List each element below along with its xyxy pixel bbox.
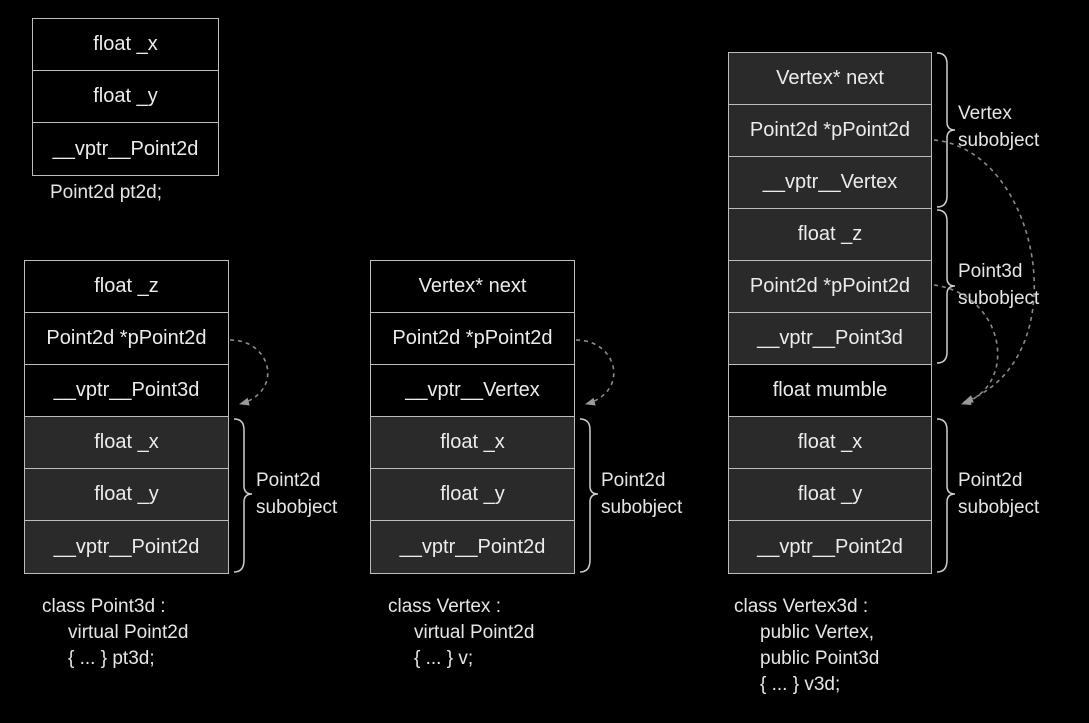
label-line: Vertex: [958, 103, 1012, 124]
v3d-field-ppoint2d-vertex: Point2d *pPoint2d: [729, 105, 931, 157]
v-field-x: float _x: [371, 417, 574, 469]
pt2d-layout: float _x float _y __vptr__Point2d: [32, 18, 219, 176]
caption-line: public Point3d: [760, 648, 880, 669]
caption-line: class Vertex :: [388, 596, 501, 617]
caption-line: class Point3d :: [42, 596, 166, 617]
caption-line: { ... } pt3d;: [68, 648, 155, 669]
v3d-point2d-brace: [936, 418, 956, 573]
v3d-vertex-brace: [936, 52, 956, 208]
caption-line: class Vertex3d :: [734, 596, 869, 617]
caption-line: virtual Point2d: [414, 622, 535, 643]
caption-line: public Vertex,: [760, 622, 875, 643]
pt3d-vptr-point2d: __vptr__Point2d: [25, 521, 228, 573]
pt3d-field-x: float _x: [25, 417, 228, 469]
pt2d-field-y: float _y: [33, 71, 218, 123]
label-line: subobject: [256, 497, 338, 518]
pt3d-field-z: float _z: [25, 261, 228, 313]
label-line: Point2d: [256, 470, 321, 491]
v3d-vertex-ppoint2d-arrow: [933, 139, 1036, 403]
pt3d-vptr-point3d: __vptr__Point3d: [25, 365, 228, 417]
v3d-point2d-subobject-label: Point2d subobject: [958, 467, 1039, 521]
label-line: Point2d: [601, 470, 666, 491]
v3d-vptr-point3d: __vptr__Point3d: [729, 313, 931, 365]
caption-line: virtual Point2d: [68, 622, 189, 643]
v-field-ppoint2d: Point2d *pPoint2d: [371, 313, 574, 365]
v-ppoint2d-arrow: [575, 339, 615, 406]
pt2d-vptr-point2d: __vptr__Point2d: [52, 137, 199, 160]
v-field-y: float _y: [371, 469, 574, 521]
pt3d-field-y: float _y: [25, 469, 228, 521]
caption-line: { ... } v;: [414, 648, 474, 669]
pt2d-caption-line: Point2d pt2d;: [50, 182, 162, 203]
v3d-point3d-subobject-label: Point3d subobject: [958, 258, 1039, 312]
label-line: subobject: [601, 497, 683, 518]
label-line: Point2d: [958, 470, 1023, 491]
v3d-caption: class Vertex3d : public Vertex, public P…: [734, 594, 879, 698]
pt3d-caption: class Point3d : virtual Point2d { ... } …: [42, 594, 188, 672]
v3d-field-mumble: float mumble: [729, 365, 931, 417]
pt3d-point2d-subobject-label: Point2d subobject: [256, 467, 337, 521]
v3d-point3d-ppoint2d-arrow: [933, 284, 999, 405]
label-line: subobject: [958, 130, 1040, 151]
v3d-vptr-point2d: __vptr__Point2d: [729, 521, 931, 573]
v3d-field-x: float _x: [729, 417, 931, 469]
v-vptr-vertex: __vptr__Vertex: [371, 365, 574, 417]
pt2d-field-x: float _x: [33, 19, 218, 71]
v3d-vertex-subobject-label: Vertex subobject: [958, 100, 1039, 154]
pt3d-field-ppoint2d: Point2d *pPoint2d: [25, 313, 228, 365]
pt3d-layout: float _z Point2d *pPoint2d __vptr__Point…: [24, 260, 229, 574]
v-point2d-subobject-label: Point2d subobject: [601, 467, 682, 521]
v-caption: class Vertex : virtual Point2d { ... } v…: [388, 594, 534, 672]
v3d-field-y: float _y: [729, 469, 931, 521]
label-line: subobject: [958, 497, 1040, 518]
v3d-field-next: Vertex* next: [729, 53, 931, 105]
v3d-field-ppoint2d-point3d: Point2d *pPoint2d: [729, 261, 931, 313]
v-vptr-point2d: __vptr__Point2d: [371, 521, 574, 573]
pt3d-point2d-brace: [233, 418, 253, 573]
vertex-layout: Vertex* next Point2d *pPoint2d __vptr__V…: [370, 260, 575, 574]
caption-line: { ... } v3d;: [760, 674, 841, 695]
pt3d-ppoint2d-arrow: [229, 339, 269, 406]
v3d-vptr-vertex: __vptr__Vertex: [729, 157, 931, 209]
v3d-field-z: float _z: [729, 209, 931, 261]
vertex3d-layout: Vertex* next Point2d *pPoint2d __vptr__V…: [728, 52, 932, 574]
v-field-next: Vertex* next: [371, 261, 574, 313]
v3d-point3d-brace: [936, 209, 956, 364]
label-line: Point3d: [958, 261, 1023, 282]
v-point2d-brace: [579, 418, 599, 573]
pt2d-caption: Point2d pt2d;: [50, 180, 162, 206]
label-line: subobject: [958, 288, 1040, 309]
